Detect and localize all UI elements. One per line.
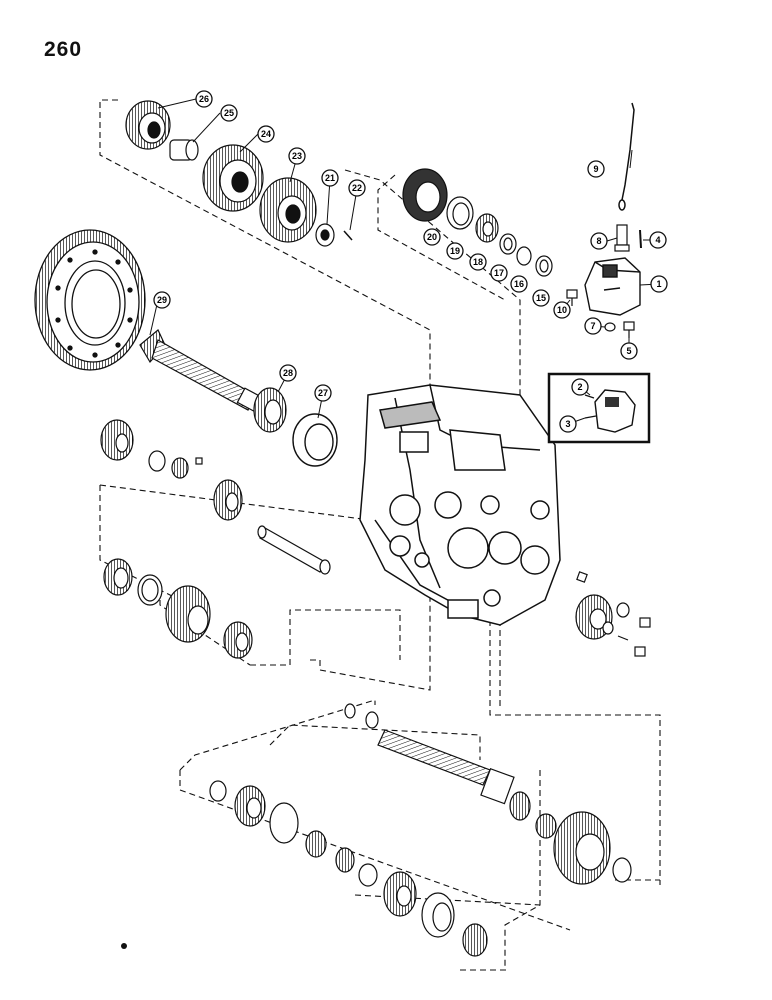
callout-18: 18 [469, 253, 487, 271]
callout-4: 4 [649, 231, 667, 249]
idler-shaft [257, 525, 331, 575]
callout-26: 26 [195, 90, 213, 108]
callout-label: 28 [283, 368, 293, 378]
callout-label: 23 [292, 151, 302, 161]
callout-label: 1 [656, 279, 661, 289]
ring-16 [516, 246, 532, 266]
callout-27: 27 [314, 384, 332, 402]
callout-15: 15 [532, 289, 550, 307]
callout-label: 24 [261, 129, 271, 139]
callout-label: 10 [557, 305, 567, 315]
callout-label: 22 [352, 183, 362, 193]
callout-label: 16 [514, 279, 524, 289]
callout-22: 22 [348, 179, 366, 197]
callout-label: 3 [565, 419, 570, 429]
nut-15 [535, 255, 553, 277]
callout-label: 15 [536, 293, 546, 303]
callout-23: 23 [288, 147, 306, 165]
callout-19: 19 [446, 242, 464, 260]
cover-1 [584, 257, 641, 316]
callout-2: 2 [571, 378, 589, 396]
callout-label: 21 [325, 173, 335, 183]
filler-tube-8 [614, 224, 630, 252]
bolt-5 [623, 321, 635, 338]
bearing-right [575, 571, 651, 657]
callout-9: 9 [587, 160, 605, 178]
callout-label: 9 [593, 164, 598, 174]
gear-26 [125, 100, 171, 150]
callout-label: 17 [494, 268, 504, 278]
callout-5: 5 [620, 342, 638, 360]
cup-27 [292, 413, 338, 467]
bearing-28 [253, 387, 287, 433]
callout-16: 16 [510, 275, 528, 293]
callout-label: 2 [577, 382, 582, 392]
callouts: 1 2 3 4 5 7 8 9 [153, 90, 668, 433]
inset-box [547, 372, 651, 444]
callout-label: 27 [318, 388, 328, 398]
pinion-shaft [139, 329, 264, 413]
mainshaft [344, 703, 632, 885]
callout-label: 4 [655, 235, 660, 245]
callout-label: 29 [157, 295, 167, 305]
callout-17: 17 [490, 264, 508, 282]
callout-8: 8 [590, 232, 608, 250]
callout-10: 10 [553, 301, 571, 319]
callout-label: 7 [590, 321, 595, 331]
callout-label: 18 [473, 257, 483, 267]
callout-label: 26 [199, 94, 209, 104]
dot [121, 943, 127, 949]
cup-19 [446, 196, 474, 230]
callout-28: 28 [279, 364, 297, 382]
callout-7: 7 [584, 317, 602, 335]
callout-label: 8 [596, 236, 601, 246]
callout-3: 3 [559, 415, 577, 433]
callout-label: 5 [626, 346, 631, 356]
seal-20 [402, 168, 448, 222]
bushing-25 [169, 139, 199, 161]
washer-17 [499, 233, 517, 255]
callout-label: 25 [224, 108, 234, 118]
gear-cluster-left [100, 419, 243, 521]
callout-20: 20 [423, 228, 441, 246]
ring-gear-29 [34, 229, 146, 371]
callout-21: 21 [321, 169, 339, 187]
callout-29: 29 [153, 291, 171, 309]
gear-23 [259, 177, 317, 243]
vent-10 [566, 289, 578, 306]
washer-7 [604, 322, 616, 332]
countershaft-parts [209, 780, 488, 957]
transmission-housing [359, 384, 561, 626]
gear-24 [202, 144, 264, 212]
callout-label: 20 [427, 232, 437, 242]
gear-train-lower-left [103, 558, 253, 659]
callout-25: 25 [220, 104, 238, 122]
page-number: 260 [44, 38, 83, 61]
plug-4 [639, 229, 642, 249]
bearing-18 [475, 213, 499, 243]
callout-label: 19 [450, 246, 460, 256]
dipstick-9 [618, 102, 635, 211]
callout-1: 1 [650, 275, 668, 293]
callout-24: 24 [257, 125, 275, 143]
pin-22 [343, 230, 353, 241]
ring-21 [315, 223, 335, 247]
